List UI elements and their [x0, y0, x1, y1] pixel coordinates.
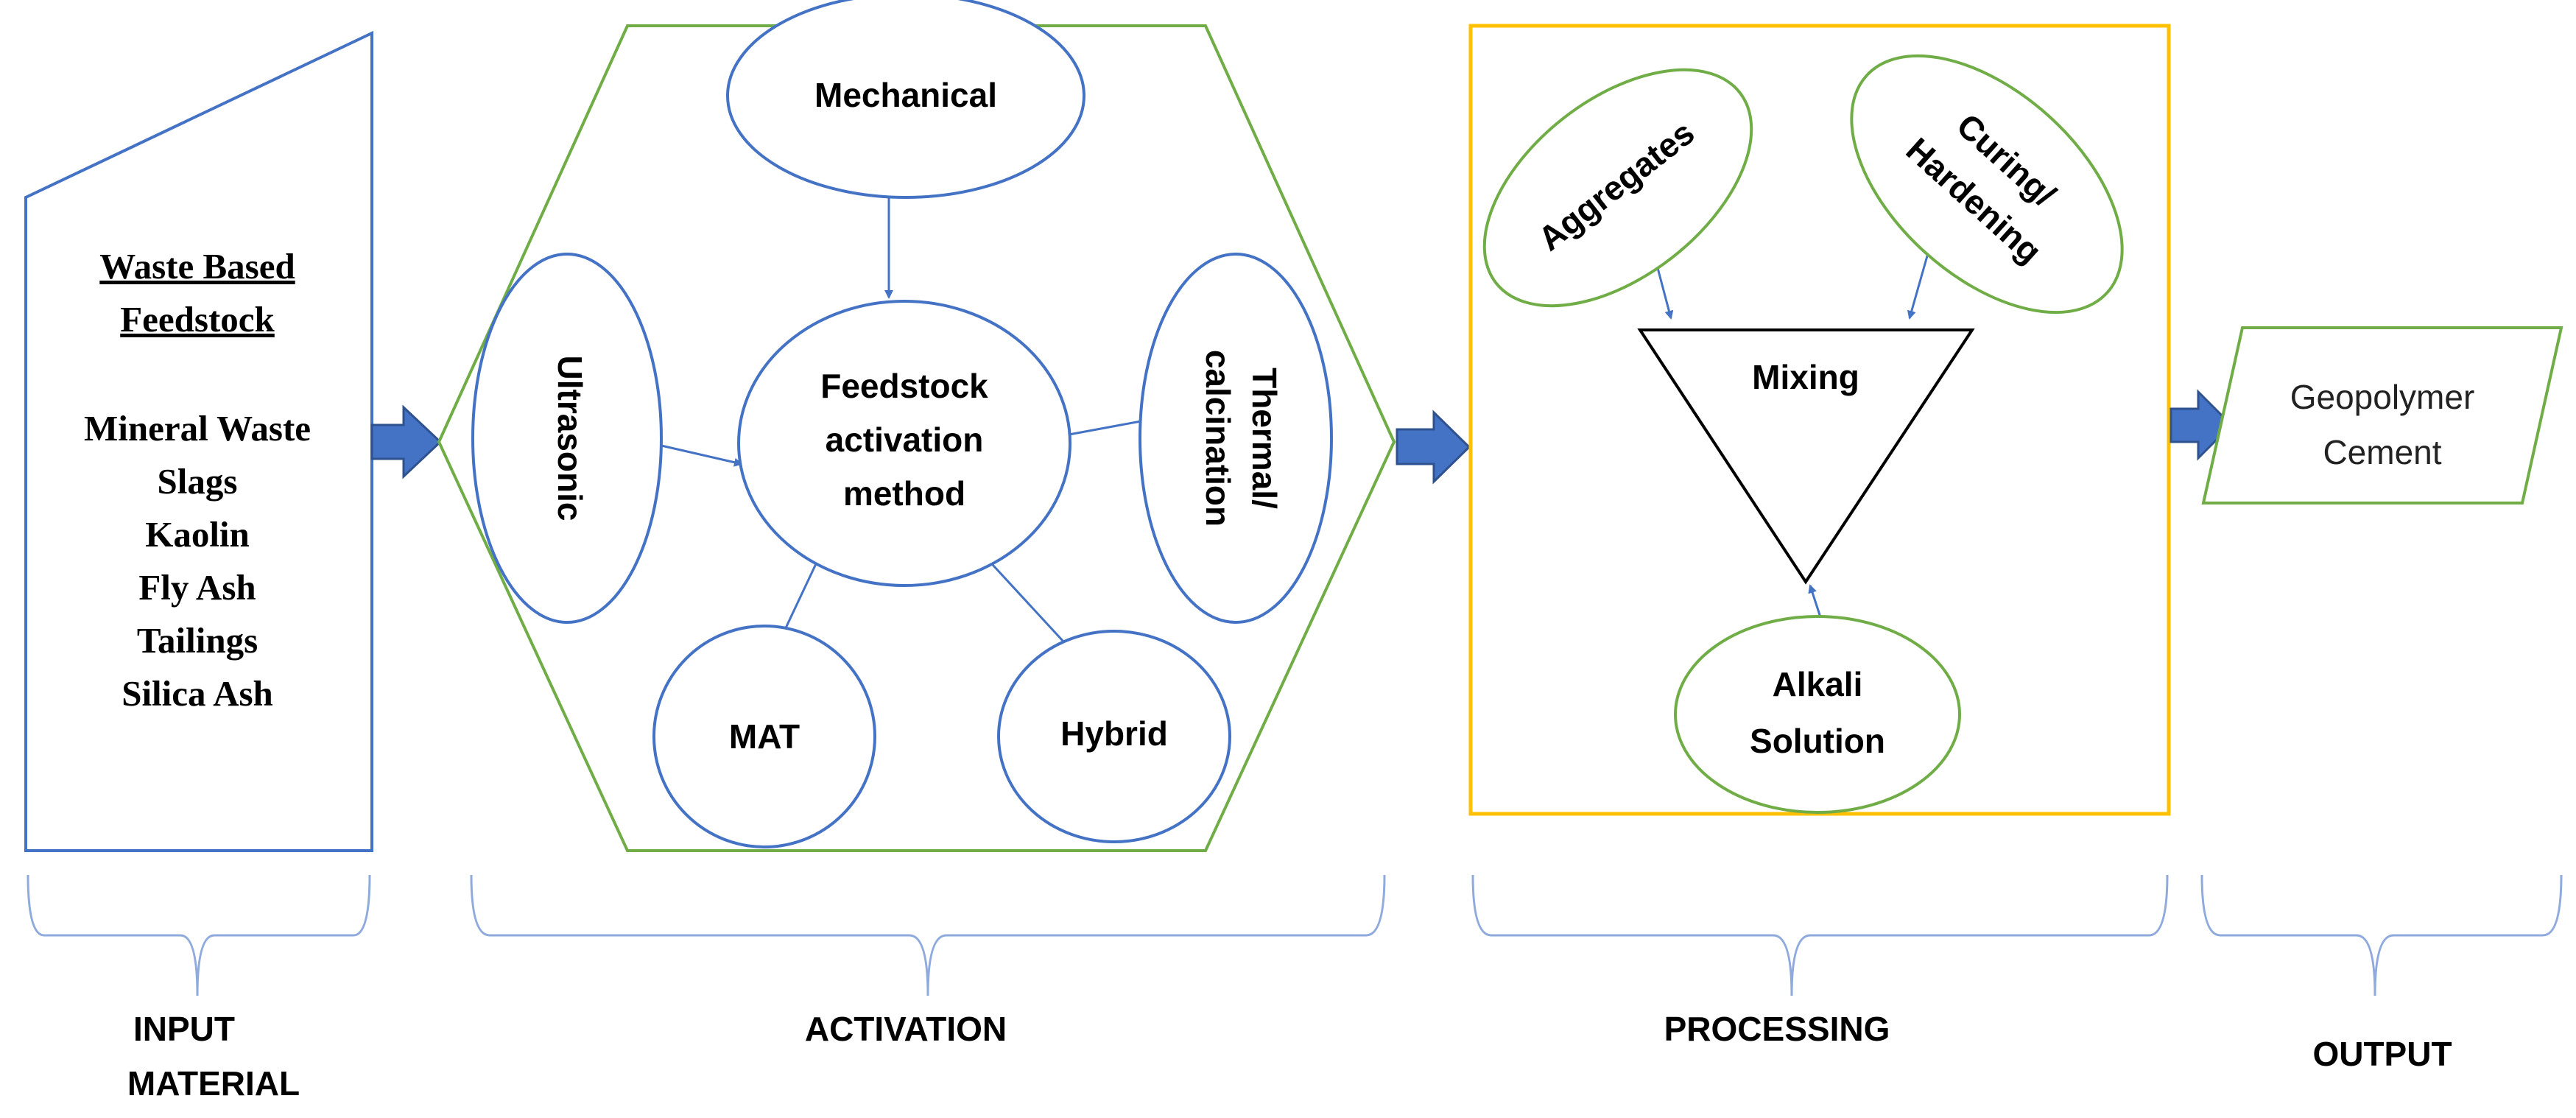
- brace-processing: [1471, 874, 2169, 996]
- node-hybrid: [997, 630, 1231, 843]
- input-material: Slags: [158, 461, 238, 502]
- label-hybrid: Hybrid: [1060, 714, 1168, 753]
- label-alkali-line1: Alkali: [1773, 665, 1863, 703]
- flow-arrow-processing-to-output: [2169, 389, 2234, 461]
- node-mechanical: [726, 0, 1085, 199]
- label-thermal-line2: calcination: [1199, 350, 1237, 527]
- node-alkali-solution: [1674, 615, 1961, 814]
- input-material: Mineral Waste: [84, 408, 311, 449]
- output-panel: Geopolymer Cement: [2201, 326, 2563, 504]
- brace-input: [27, 874, 371, 996]
- label-center-line1: Feedstock: [820, 367, 988, 405]
- processing-panel: Mixing Aggregates Curing/ Hardening Alka…: [1468, 24, 2171, 816]
- brace-output: [2200, 874, 2563, 996]
- label-mechanical: Mechanical: [814, 76, 997, 114]
- node-curing-hardening: [1850, 54, 2124, 314]
- output-parallelogram: [2201, 326, 2563, 504]
- label-ultrasonic: Ultrasonic: [551, 356, 589, 521]
- label-mat: MAT: [729, 717, 800, 756]
- label-center-line2: activation: [826, 421, 984, 459]
- activation-panel: Mechanical Feedstock activation method U…: [437, 0, 1396, 852]
- input-panel: Waste Based Feedstock Mineral Waste Slag…: [24, 30, 373, 852]
- input-trapezoid: [24, 30, 373, 852]
- label-alkali-line2: Solution: [1750, 722, 1885, 760]
- stage-label-processing: PROCESSING: [1664, 1010, 1890, 1048]
- label-thermal-line1: Thermal/: [1245, 368, 1284, 509]
- input-title-line2: Feedstock: [120, 299, 275, 340]
- mixing-triangle: [1637, 328, 1975, 585]
- brace-activation: [470, 874, 1386, 996]
- node-aggregates: [1482, 68, 1753, 308]
- node-feedstock-activation: [737, 300, 1071, 587]
- node-mat: [652, 625, 876, 848]
- input-material: Tailings: [137, 620, 258, 661]
- node-ultrasonic: [471, 253, 663, 624]
- label-mixing: Mixing: [1752, 358, 1859, 396]
- stage-label-activation: ACTIVATION: [805, 1010, 1007, 1048]
- output-line1: Geopolymer: [2290, 378, 2475, 416]
- stage-label-output: OUTPUT: [2312, 1035, 2452, 1073]
- stage-braces: [27, 874, 2563, 996]
- arrow-ultrasonic: [661, 444, 743, 467]
- input-material: Fly Ash: [138, 567, 256, 608]
- label-center-line3: method: [843, 474, 965, 513]
- flow-arrow-activation-to-processing: [1396, 409, 1471, 485]
- arrow-alkali: [1808, 584, 1822, 618]
- stage-label-input-line2: MATERIAL: [127, 1064, 300, 1103]
- output-line2: Cement: [2323, 433, 2441, 471]
- flow-arrow-input-to-activation: [370, 404, 443, 479]
- input-material: Kaolin: [145, 514, 250, 555]
- input-title-line1: Waste Based: [99, 246, 295, 286]
- arrow-thermal: [1060, 420, 1141, 440]
- input-material: Silica Ash: [122, 673, 273, 714]
- stage-label-input-line1: INPUT: [133, 1010, 235, 1048]
- node-thermal-calcination: [1139, 253, 1333, 624]
